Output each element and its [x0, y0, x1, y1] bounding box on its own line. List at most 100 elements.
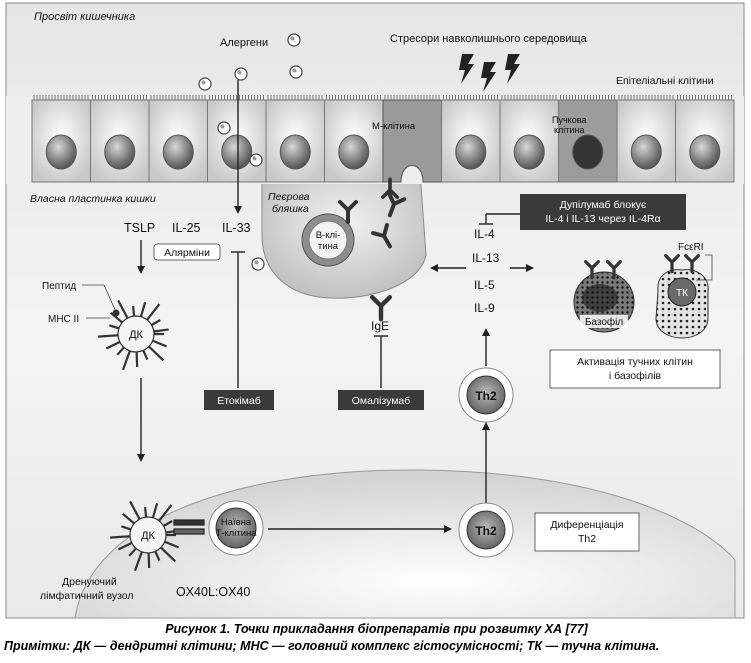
- basophil: Базофіл: [573, 271, 635, 333]
- fceri-pointer: [696, 254, 713, 281]
- env-stressors-label: Стресори навколишнього середовища: [390, 33, 588, 45]
- ox40-label: OX40L:OX40: [176, 585, 250, 599]
- m-cell: [382, 95, 442, 183]
- antibody-icon: [683, 253, 701, 274]
- diff-th2-box: [534, 512, 640, 552]
- activation-label-1: Активація тучних клітин: [577, 356, 693, 368]
- epithelial-cell: [90, 95, 150, 183]
- allergen-icon: [249, 153, 263, 167]
- il13-label: IL-13: [472, 251, 500, 265]
- lamina-propria-label: Власна пластинка кишки: [30, 193, 156, 205]
- mhc2-label: МНС II: [48, 314, 79, 325]
- antibody-icon: [371, 223, 392, 249]
- fceri-label: FcεRI: [678, 242, 704, 253]
- alarmins-box: [153, 243, 221, 261]
- peyer-patch-label-2: бляшка: [272, 203, 309, 215]
- antibody-icon: [387, 191, 407, 218]
- allergen-icon: [251, 257, 265, 271]
- mast-cell: ТК: [655, 269, 709, 339]
- dupilumab-label-2: IL-4 і IL-13 через IL-4Rα: [545, 213, 660, 225]
- allergen-icon: [217, 121, 231, 135]
- dendritic-cell-node: ДК: [110, 500, 181, 572]
- allergen-particles: [198, 33, 303, 271]
- allergen-icon: [287, 33, 301, 47]
- basophil-label: Базофіл: [585, 316, 623, 328]
- omalizumab-label: Омалізумаб: [352, 395, 411, 407]
- lymph-node-label-2: лімфатичний вузол: [40, 590, 134, 602]
- epithelial-cell: [324, 95, 384, 183]
- peyer-patch-label-1: Пеєрова: [268, 191, 310, 203]
- th2-label-upper: Th2: [475, 389, 497, 403]
- dendritic-cell: ДК: [98, 299, 169, 371]
- il4-label: IL-4: [474, 227, 495, 241]
- ige-antibody-icon: [369, 294, 393, 322]
- synapse-receptors: [173, 519, 205, 535]
- epithelial-cell: [499, 95, 559, 183]
- dendritic-cell-body: [129, 516, 167, 554]
- tslp-label: TSLP: [124, 221, 155, 235]
- antibody-icon: [605, 259, 623, 280]
- mast-cell-label: ТК: [676, 288, 688, 299]
- antibody-icon: [380, 177, 400, 200]
- dupilumab-box: [520, 194, 686, 230]
- naive-t-label-1: Наївна: [221, 517, 252, 528]
- epithelial-cell: [616, 95, 676, 183]
- antibody-icon: [663, 253, 681, 274]
- allergens-label: Алергени: [220, 37, 268, 49]
- figure-caption-notes: Примітки: ДК — дендритні клітини; МНС — …: [4, 639, 660, 653]
- peptide-mhc-icon: [112, 309, 120, 317]
- alarmins-label: Алярміни: [164, 247, 210, 259]
- activation-label-2: і базофілів: [609, 370, 662, 382]
- b-cell-label-2: тина: [318, 241, 339, 252]
- dc-label-node: ДК: [141, 530, 155, 542]
- epithelial-cell: [207, 95, 267, 183]
- b-cell: В-клі- тина: [301, 213, 355, 267]
- epithelial-cells-label: Епітеліальні клітини: [616, 75, 714, 87]
- etokimab-label: Етокімаб: [217, 395, 261, 407]
- lightning-icon: [481, 62, 496, 92]
- epithelial-cell: [441, 95, 501, 183]
- diff-th2-label-2: Th2: [578, 533, 596, 545]
- antibody-icon: [338, 200, 358, 224]
- epithelium: [6, 95, 744, 184]
- epithelial-cell: [148, 95, 208, 183]
- tuft-cell-label-1: Пучкова: [552, 115, 586, 125]
- naive-t-cell: Наївна Т-клітина: [208, 500, 264, 556]
- etokimab-box: [204, 390, 274, 410]
- il33-label: IL-33: [222, 221, 251, 235]
- ige-receptors: [583, 253, 701, 280]
- peptide-label: Пептид: [42, 281, 76, 292]
- il9-label: IL-9: [474, 301, 495, 315]
- lumen-label: Просвіт кишечника: [34, 11, 135, 23]
- il5-label: IL-5: [474, 278, 495, 292]
- dc-label: ДК: [129, 329, 143, 341]
- figure-caption-title: Рисунок 1. Точки прикладання біопрепарат…: [165, 622, 588, 636]
- peptide-pointer: [82, 284, 117, 319]
- dendritic-cell-body: [117, 315, 155, 353]
- epithelial-cell: [265, 95, 325, 183]
- naive-t-label-2: Т-клітина: [215, 528, 257, 539]
- th2-cell-lower: Th2: [458, 502, 514, 558]
- allergen-icon: [289, 65, 303, 79]
- th2-cell-upper: Th2: [458, 367, 514, 423]
- lightning-icon: [505, 54, 520, 84]
- lymph-node-label-1: Дренуючий: [62, 576, 117, 588]
- b-cell-label-1: В-клі-: [316, 230, 341, 241]
- ige-label: IgE: [371, 319, 389, 333]
- lightning-icons: [459, 54, 520, 92]
- omalizumab-box: [338, 390, 424, 410]
- m-cell-label: М-клітина: [372, 121, 416, 132]
- epithelial-cell: [675, 95, 735, 183]
- diff-th2-label-1: Диференціація: [550, 519, 623, 531]
- tuft-cell: [558, 95, 618, 183]
- arrows: [137, 80, 534, 533]
- antibody-icon: [369, 294, 393, 322]
- allergen-icon: [198, 77, 212, 91]
- antibody-icon: [583, 259, 601, 280]
- lightning-icon: [459, 54, 474, 84]
- epithelial-cell: [31, 95, 91, 183]
- tuft-cell-label-2: клітина: [554, 125, 584, 135]
- antibodies: [338, 177, 407, 249]
- th2-label-lower: Th2: [475, 524, 497, 538]
